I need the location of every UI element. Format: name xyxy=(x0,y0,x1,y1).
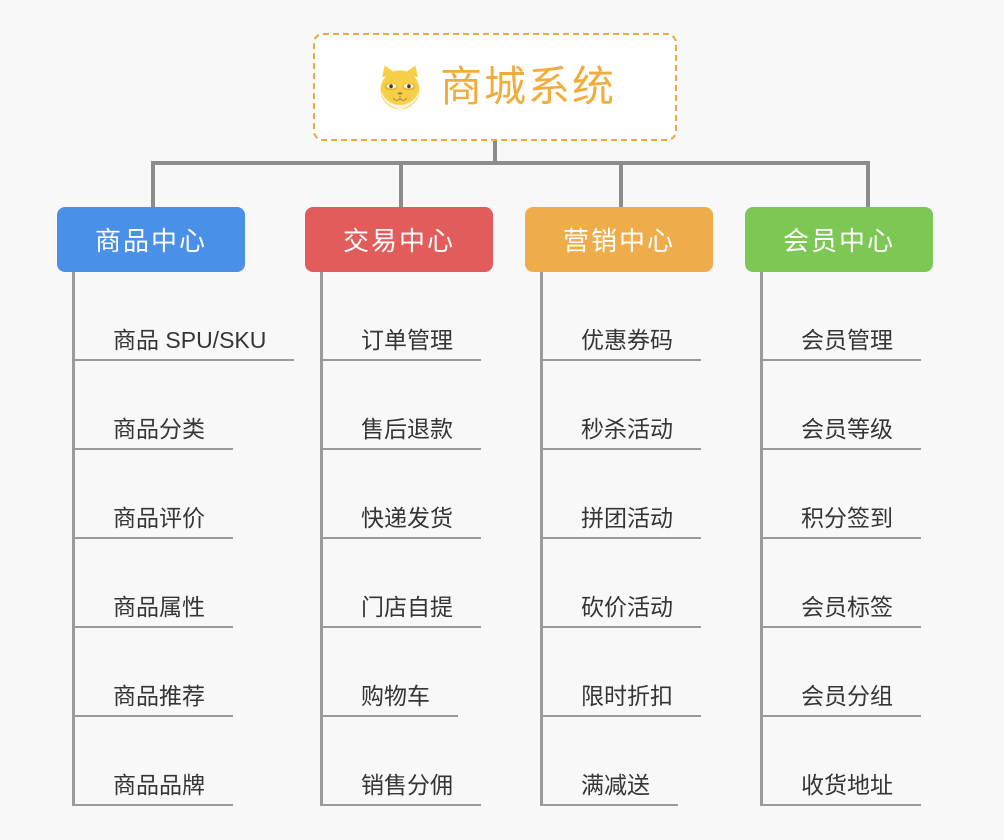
branch-header-label: 交易中心 xyxy=(342,226,455,256)
leaf-item[interactable]: 购物车 xyxy=(323,628,545,717)
connector-root-stem xyxy=(493,141,497,163)
connector-drop-trade-center xyxy=(399,161,403,207)
branch-column-trade-center: 交易中心 订单管理 售后退款 快递发货 门店自提 购物车 销售分佣 xyxy=(305,207,545,806)
shiba-dog-face-icon xyxy=(380,65,420,110)
leaf-item[interactable]: 砍价活动 xyxy=(543,539,765,628)
leaf-item[interactable]: 积分签到 xyxy=(763,450,985,539)
leaf-item[interactable]: 门店自提 xyxy=(323,539,545,628)
leaf-item[interactable]: 秒杀活动 xyxy=(543,361,765,450)
leaf-item-label: 商品评价 xyxy=(75,505,233,539)
leaf-item-label: 限时折扣 xyxy=(543,683,701,717)
leaf-item-label: 商品品牌 xyxy=(75,772,233,806)
connector-horizontal-bus xyxy=(151,161,870,165)
leaf-item[interactable]: 优惠券码 xyxy=(543,272,765,361)
leaf-item-label: 会员标签 xyxy=(763,594,921,628)
leaf-item[interactable]: 销售分佣 xyxy=(323,717,545,806)
root-node-mall-system[interactable]: 商城系统 xyxy=(313,33,677,141)
leaf-item-label: 砍价活动 xyxy=(543,594,701,628)
branch-trunk-trade-center: 订单管理 售后退款 快递发货 门店自提 购物车 销售分佣 xyxy=(320,272,545,806)
branch-column-product-center: 商品中心 商品 SPU/SKU 商品分类 商品评价 商品属性 商品推荐 商品品牌 xyxy=(57,207,297,806)
branch-trunk-member-center: 会员管理 会员等级 积分签到 会员标签 会员分组 收货地址 xyxy=(760,272,985,806)
leaf-item[interactable]: 售后退款 xyxy=(323,361,545,450)
leaf-item[interactable]: 会员标签 xyxy=(763,539,985,628)
branch-header-trade-center[interactable]: 交易中心 xyxy=(305,207,493,272)
leaf-item[interactable]: 商品分类 xyxy=(75,361,297,450)
leaf-item[interactable]: 满减送 xyxy=(543,717,765,806)
branch-header-label: 营销中心 xyxy=(562,226,675,256)
leaf-item-label: 订单管理 xyxy=(323,327,481,361)
branch-header-product-center[interactable]: 商品中心 xyxy=(57,207,245,272)
leaf-item-label: 拼团活动 xyxy=(543,505,701,539)
branch-column-marketing-center: 营销中心 优惠券码 秒杀活动 拼团活动 砍价活动 限时折扣 满减送 xyxy=(525,207,765,806)
leaf-item[interactable]: 拼团活动 xyxy=(543,450,765,539)
leaf-item-label: 商品 SPU/SKU xyxy=(75,327,295,361)
connector-drop-product-center xyxy=(151,161,155,207)
leaf-item[interactable]: 会员等级 xyxy=(763,361,985,450)
leaf-item-label: 满减送 xyxy=(543,772,678,806)
leaf-item-label: 商品分类 xyxy=(75,416,233,450)
root-node-label: 商城系统 xyxy=(439,63,616,110)
branch-header-label: 会员中心 xyxy=(782,226,895,256)
leaf-item-label: 快递发货 xyxy=(323,505,481,539)
leaf-item[interactable]: 商品品牌 xyxy=(75,717,297,806)
leaf-item-label: 会员等级 xyxy=(763,416,921,450)
leaf-item-label: 优惠券码 xyxy=(543,327,701,361)
leaf-item[interactable]: 限时折扣 xyxy=(543,628,765,717)
connector-drop-marketing-center xyxy=(619,161,623,207)
leaf-item-label: 购物车 xyxy=(323,683,458,717)
leaf-item-label: 会员管理 xyxy=(763,327,921,361)
leaf-item-label: 门店自提 xyxy=(323,594,481,628)
leaf-item[interactable]: 订单管理 xyxy=(323,272,545,361)
leaf-item[interactable]: 商品 SPU/SKU xyxy=(75,272,297,361)
branch-header-marketing-center[interactable]: 营销中心 xyxy=(525,207,713,272)
leaf-item-label: 积分签到 xyxy=(763,505,921,539)
leaf-item-label: 会员分组 xyxy=(763,683,921,717)
branch-header-member-center[interactable]: 会员中心 xyxy=(745,207,933,272)
leaf-item-label: 商品属性 xyxy=(75,594,233,628)
branch-trunk-marketing-center: 优惠券码 秒杀活动 拼团活动 砍价活动 限时折扣 满减送 xyxy=(540,272,765,806)
leaf-item-label: 秒杀活动 xyxy=(543,416,701,450)
leaf-item[interactable]: 会员分组 xyxy=(763,628,985,717)
leaf-item[interactable]: 商品属性 xyxy=(75,539,297,628)
branch-column-member-center: 会员中心 会员管理 会员等级 积分签到 会员标签 会员分组 收货地址 xyxy=(745,207,985,806)
branch-trunk-product-center: 商品 SPU/SKU 商品分类 商品评价 商品属性 商品推荐 商品品牌 xyxy=(72,272,297,806)
leaf-item[interactable]: 会员管理 xyxy=(763,272,985,361)
connector-drop-member-center xyxy=(866,161,870,207)
leaf-item-label: 收货地址 xyxy=(763,772,921,806)
leaf-item[interactable]: 商品推荐 xyxy=(75,628,297,717)
leaf-item[interactable]: 快递发货 xyxy=(323,450,545,539)
leaf-item-label: 商品推荐 xyxy=(75,683,233,717)
leaf-item[interactable]: 收货地址 xyxy=(763,717,985,806)
leaf-item-label: 售后退款 xyxy=(323,416,481,450)
branch-header-label: 商品中心 xyxy=(94,226,207,256)
leaf-item[interactable]: 商品评价 xyxy=(75,450,297,539)
leaf-item-label: 销售分佣 xyxy=(323,772,481,806)
